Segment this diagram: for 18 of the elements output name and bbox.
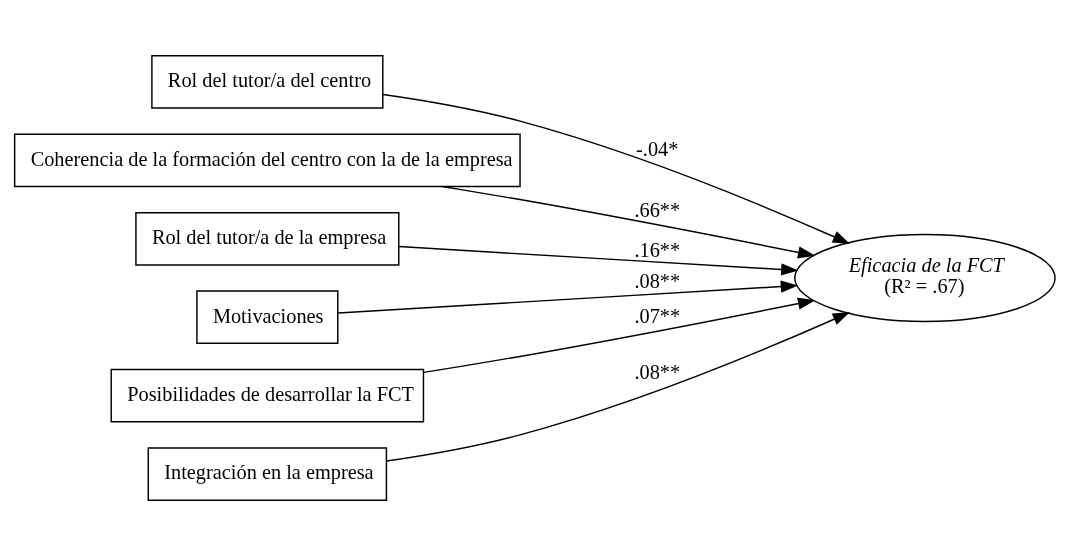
edge-label: .16** — [634, 238, 681, 261]
arrow — [441, 185, 816, 258]
arrow — [386, 311, 851, 462]
node-box: Integración en la empresa — [147, 446, 388, 501]
edge-label: .66** — [634, 198, 681, 221]
node-box: Posibilidades de desarrollar la FCT — [110, 368, 425, 422]
node-box: Coherencia de la formación del centro con la de la empresa — [13, 133, 521, 187]
node-box: Rol del tutor/a del centro — [151, 54, 384, 109]
arrow — [423, 297, 816, 373]
edge-label: .08** — [634, 269, 681, 292]
edge-label: .07** — [634, 304, 681, 327]
arrow — [382, 93, 851, 244]
edge-label: .08** — [634, 359, 681, 382]
arrow — [398, 245, 799, 276]
node-box: Rol del tutor/a de la empresa — [135, 211, 400, 266]
node-box: Motivaciones — [196, 289, 339, 344]
arrow — [337, 279, 799, 314]
edge-label: -.04* — [636, 137, 679, 160]
